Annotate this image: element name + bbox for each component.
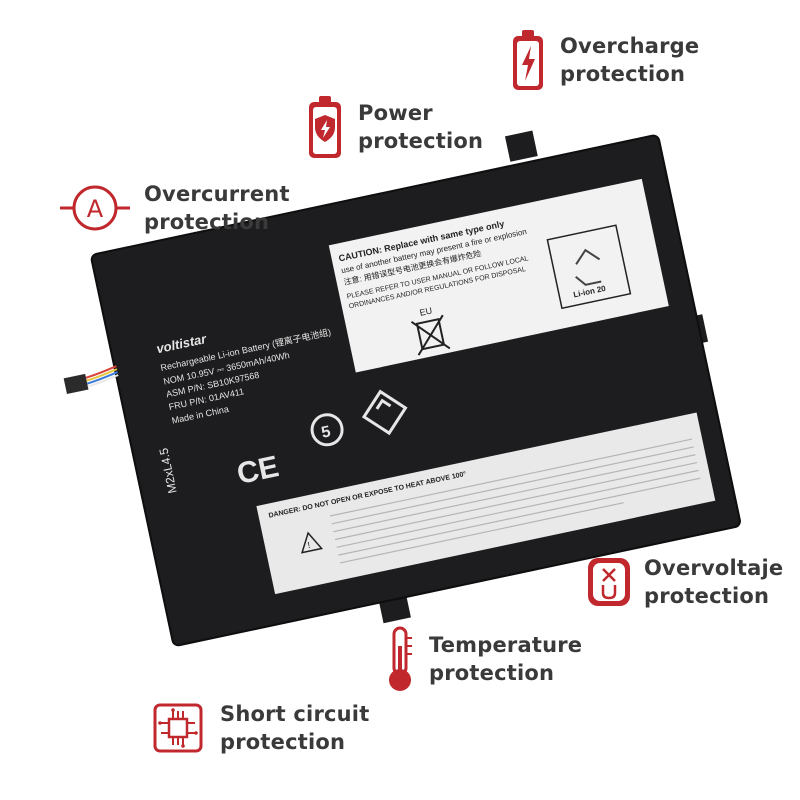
overcurrent-label-line1: Overcurrent (144, 182, 290, 206)
mount-tab (504, 130, 538, 162)
feature-overcurrent: A Overcurrent protection (60, 180, 290, 236)
svg-text:!: ! (307, 540, 312, 550)
recycle-bin-icon (410, 314, 451, 356)
recycle-box (546, 224, 632, 310)
short-circuit-label-line2: protection (220, 730, 346, 754)
ampere-circle-icon: A (60, 185, 130, 231)
short-circuit-label-line1: Short circuit (220, 702, 370, 726)
temperature-label-line1: Temperature (429, 633, 583, 657)
circuit-chip-icon (153, 703, 203, 753)
overcurrent-label-line2: protection (144, 210, 270, 234)
recycle-arrows-icon (575, 248, 602, 286)
feature-power: Power protection (306, 94, 483, 160)
warning-triangle-icon: ! (300, 531, 324, 554)
svg-text:5: 5 (320, 423, 332, 441)
power-label-line2: protection (358, 129, 484, 153)
feature-overvoltage: Overvoltaje protection (586, 554, 783, 610)
feature-short-circuit: Short circuit protection (152, 700, 369, 756)
power-label-line1: Power (358, 101, 433, 125)
overvoltage-label-line1: Overvoltaje (644, 556, 784, 580)
temperature-label-line2: protection (429, 661, 555, 685)
overcharge-label-line2: protection (560, 62, 686, 86)
connector-cable (63, 365, 119, 395)
epup-5-icon: 5 (310, 413, 344, 447)
voltage-square-icon (588, 558, 630, 606)
feature-temperature: Temperature protection (385, 624, 582, 694)
eu-mark: EU (419, 305, 433, 317)
recycle-square-icon (361, 389, 408, 436)
battery-bolt-icon (513, 30, 543, 90)
svg-text:A: A (87, 195, 104, 223)
feature-overcharge: Overcharge protection (510, 28, 699, 92)
thermometer-icon (389, 626, 412, 691)
overvoltage-label-line2: protection (644, 584, 770, 608)
overcharge-label-line1: Overcharge (560, 34, 700, 58)
battery-shield-icon (309, 96, 341, 158)
